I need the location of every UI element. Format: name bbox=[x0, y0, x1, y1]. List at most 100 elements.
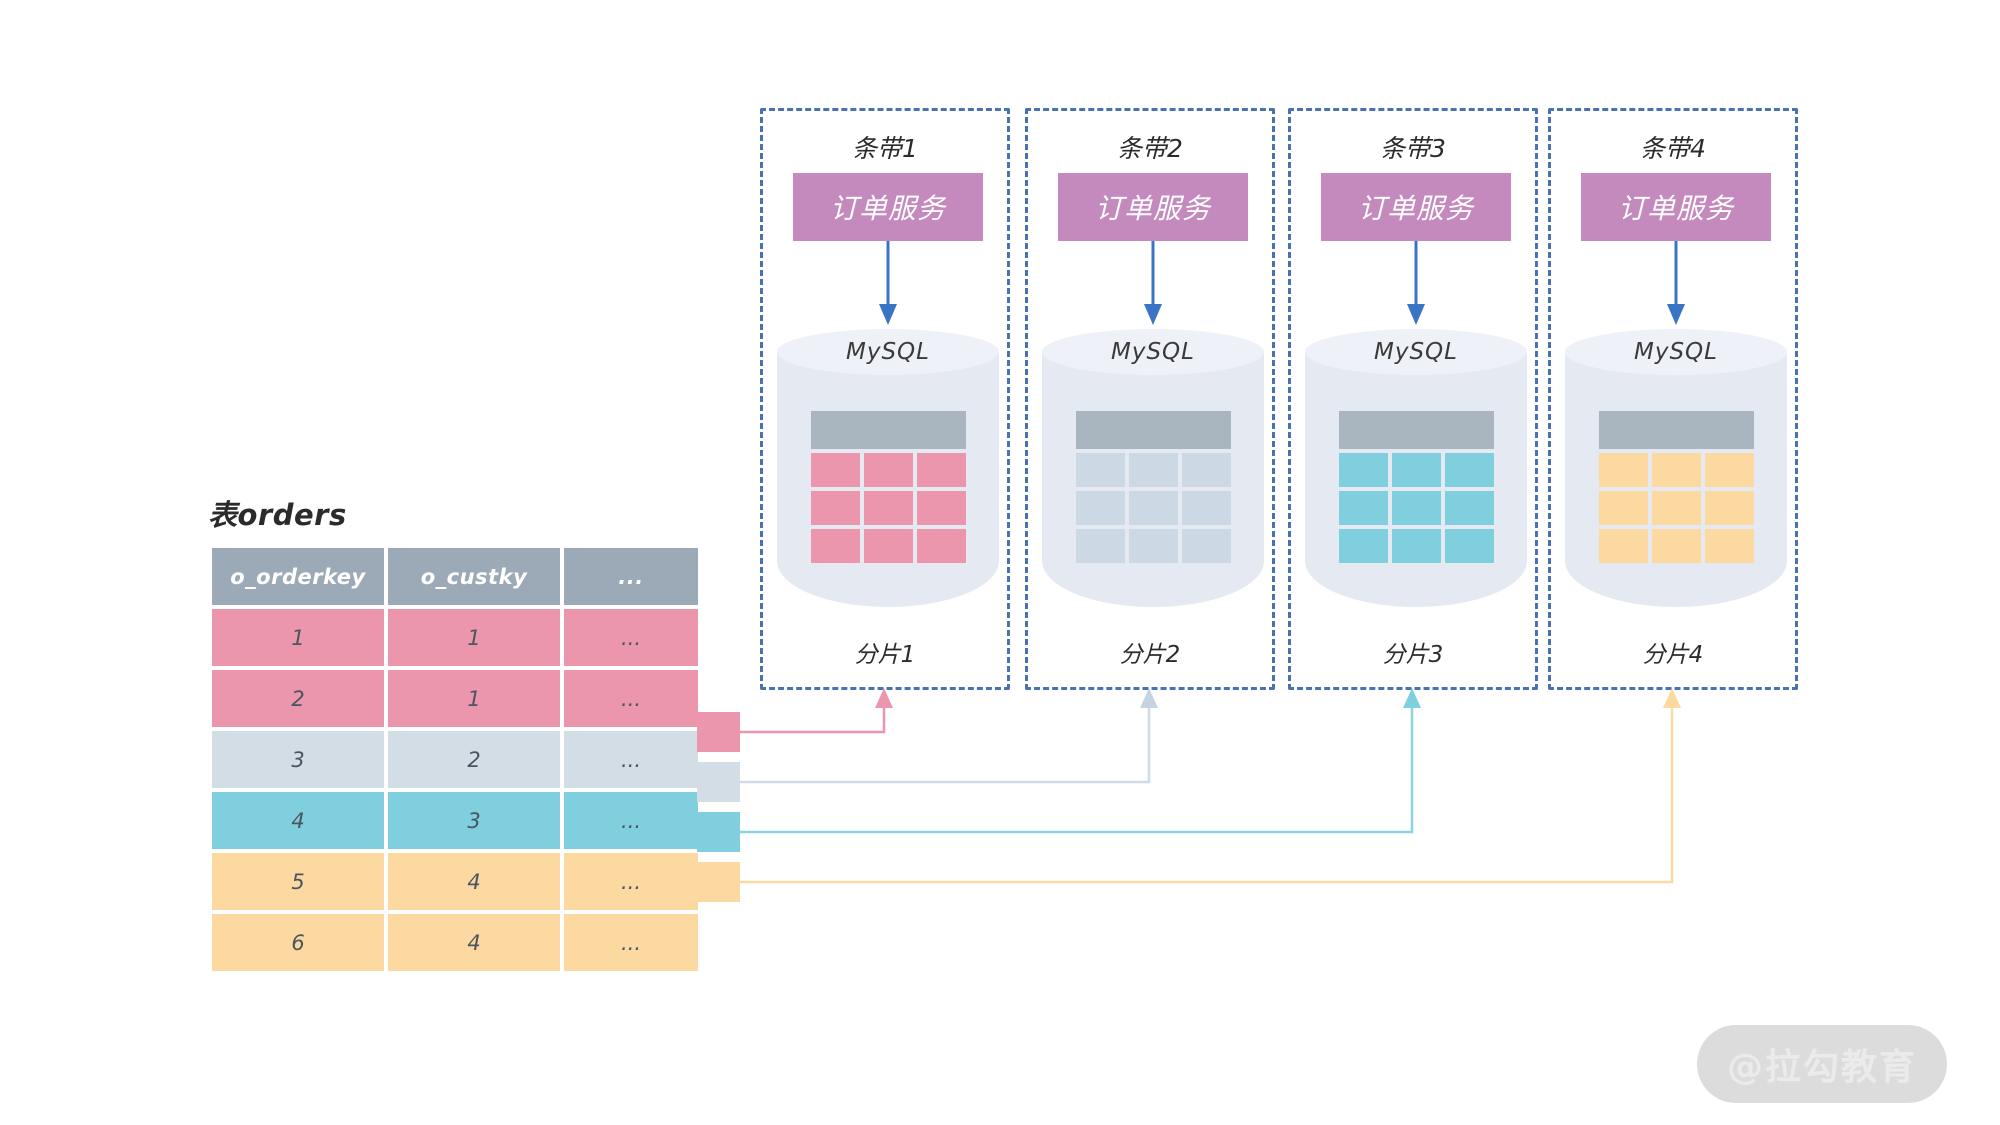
cell-more: ... bbox=[564, 731, 698, 788]
stripe-panel-4: 条带4 订单服务 MySQL bbox=[1548, 108, 1798, 690]
service-to-db-arrow-1 bbox=[879, 241, 897, 325]
cell-more: ... bbox=[564, 914, 698, 971]
mini-cell bbox=[1076, 529, 1125, 563]
mini-cell bbox=[1129, 453, 1178, 487]
mini-cell bbox=[1652, 491, 1701, 525]
mini-cell bbox=[1705, 529, 1754, 563]
cell-custky: 1 bbox=[388, 670, 560, 727]
mini-table-row bbox=[1599, 529, 1754, 563]
shard-mini-table-4 bbox=[1599, 411, 1754, 563]
mini-table-header bbox=[1076, 411, 1231, 449]
mysql-cylinder-4: MySQL bbox=[1565, 329, 1787, 629]
mini-table-row bbox=[811, 529, 966, 563]
cell-orderkey: 1 bbox=[212, 609, 384, 666]
mini-cell bbox=[1705, 491, 1754, 525]
mini-table-row bbox=[1599, 453, 1754, 487]
mini-cell bbox=[1076, 453, 1125, 487]
mini-cell bbox=[1129, 491, 1178, 525]
stripe-panel-2: 条带2 订单服务 MySQL bbox=[1025, 108, 1275, 690]
cylinder-top bbox=[1565, 329, 1787, 375]
cell-orderkey: 2 bbox=[212, 670, 384, 727]
mini-cell bbox=[1705, 453, 1754, 487]
mini-cell bbox=[1129, 529, 1178, 563]
mini-table-row bbox=[1339, 453, 1494, 487]
shard-label-1: 分片1 bbox=[854, 642, 916, 668]
stripe-panel-3: 条带3 订单服务 MySQL bbox=[1288, 108, 1538, 690]
cylinder-top bbox=[1305, 329, 1527, 375]
legend-swatch-shard-1 bbox=[697, 712, 740, 752]
table-row: 3 2 ... bbox=[212, 731, 698, 788]
service-to-db-arrow-4 bbox=[1667, 241, 1685, 325]
mysql-cylinder-1: MySQL bbox=[777, 329, 999, 629]
mini-cell bbox=[917, 529, 966, 563]
mysql-label-1: MySQL bbox=[846, 339, 930, 365]
shard-label-2: 分片2 bbox=[1119, 642, 1181, 668]
order-service-box-2[interactable]: 订单服务 bbox=[1058, 173, 1248, 241]
mysql-label-4: MySQL bbox=[1634, 339, 1718, 365]
shard-label-3: 分片3 bbox=[1382, 642, 1444, 668]
service-to-db-arrow-3 bbox=[1407, 241, 1425, 325]
stripe-title-4: 条带4 bbox=[1640, 134, 1706, 163]
source-table-title: 表orders bbox=[208, 498, 347, 532]
shard-mini-table-2 bbox=[1076, 411, 1231, 563]
cell-more: ... bbox=[564, 853, 698, 910]
column-header-more: ... bbox=[564, 548, 698, 605]
mini-table-row bbox=[1599, 491, 1754, 525]
stripe-title-3: 条带3 bbox=[1380, 134, 1446, 163]
cell-custky: 4 bbox=[388, 853, 560, 910]
cell-custky: 3 bbox=[388, 792, 560, 849]
table-row: 2 1 ... bbox=[212, 670, 698, 727]
source-table: o_orderkey o_custky ... 1 1 ... 2 1 ... … bbox=[208, 544, 702, 975]
mini-cell bbox=[811, 491, 860, 525]
mini-cell bbox=[917, 491, 966, 525]
order-service-box-1[interactable]: 订单服务 bbox=[793, 173, 983, 241]
mini-cell bbox=[1445, 529, 1494, 563]
shard-mini-table-3 bbox=[1339, 411, 1494, 563]
order-service-box-4[interactable]: 订单服务 bbox=[1581, 173, 1771, 241]
table-row: 4 3 ... bbox=[212, 792, 698, 849]
mini-cell bbox=[1599, 453, 1648, 487]
cell-orderkey: 4 bbox=[212, 792, 384, 849]
mini-table-row bbox=[811, 453, 966, 487]
shard-mini-table-1 bbox=[811, 411, 966, 563]
cell-more: ... bbox=[564, 792, 698, 849]
mini-cell bbox=[1652, 529, 1701, 563]
order-service-box-3[interactable]: 订单服务 bbox=[1321, 173, 1511, 241]
mini-table-row bbox=[1076, 529, 1231, 563]
cell-orderkey: 6 bbox=[212, 914, 384, 971]
watermark: @拉勾教育 bbox=[1697, 1025, 1947, 1103]
mini-cell bbox=[1652, 453, 1701, 487]
stripe-panel-1: 条带1 订单服务 MySQL bbox=[760, 108, 1010, 690]
mini-table-row bbox=[1339, 529, 1494, 563]
mini-cell bbox=[1182, 453, 1231, 487]
service-to-db-arrow-2 bbox=[1144, 241, 1162, 325]
mini-cell bbox=[864, 453, 913, 487]
stripe-title-1: 条带1 bbox=[852, 134, 918, 163]
mysql-label-3: MySQL bbox=[1374, 339, 1458, 365]
mini-cell bbox=[1339, 529, 1388, 563]
table-row: 5 4 ... bbox=[212, 853, 698, 910]
mini-cell bbox=[864, 529, 913, 563]
mini-cell bbox=[1182, 529, 1231, 563]
mini-table-header bbox=[1599, 411, 1754, 449]
mini-cell bbox=[1076, 491, 1125, 525]
mini-cell bbox=[1339, 453, 1388, 487]
cell-custky: 4 bbox=[388, 914, 560, 971]
mini-cell bbox=[864, 491, 913, 525]
cell-custky: 2 bbox=[388, 731, 560, 788]
mysql-cylinder-3: MySQL bbox=[1305, 329, 1527, 629]
table-row: 6 4 ... bbox=[212, 914, 698, 971]
cell-more: ... bbox=[564, 670, 698, 727]
mini-cell bbox=[1445, 491, 1494, 525]
mini-cell bbox=[1339, 491, 1388, 525]
column-header-custky: o_custky bbox=[388, 548, 560, 605]
legend-swatch-shard-3 bbox=[697, 812, 740, 852]
mysql-cylinder-2: MySQL bbox=[1042, 329, 1264, 629]
mini-table-row bbox=[1076, 491, 1231, 525]
cell-orderkey: 5 bbox=[212, 853, 384, 910]
cell-more: ... bbox=[564, 609, 698, 666]
stripe-title-2: 条带2 bbox=[1117, 134, 1183, 163]
mini-cell bbox=[1392, 491, 1441, 525]
legend-swatch-shard-4 bbox=[697, 862, 740, 902]
